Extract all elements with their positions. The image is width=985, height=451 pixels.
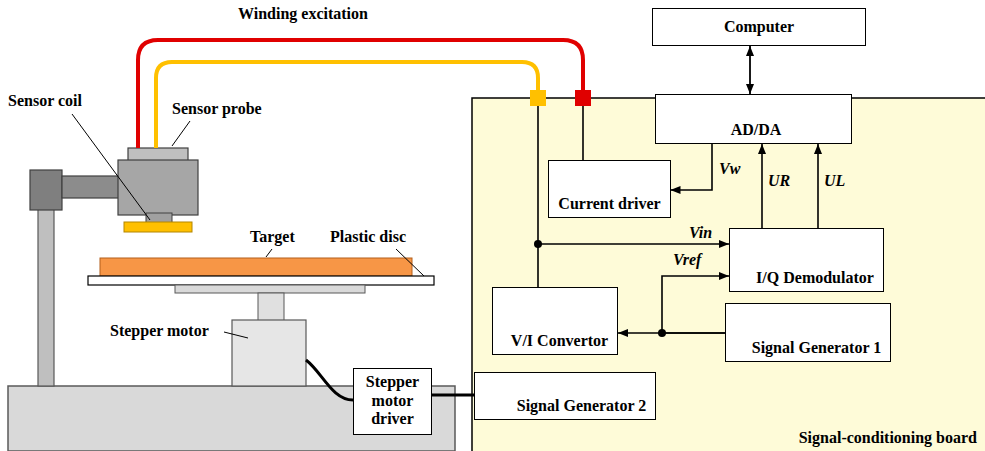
leader-line: [172, 121, 190, 146]
computer-box: Computer: [652, 8, 866, 46]
part-label: Winding excitation: [238, 5, 368, 23]
wire: [582, 106, 584, 160]
signal-connector: [538, 244, 729, 287]
board-panel: Signal-conditioning board AD/DA Current dr…: [472, 98, 985, 451]
board-fill: [472, 98, 985, 451]
plastic-disc: [88, 276, 434, 285]
connector: [530, 90, 546, 106]
node-label: AD/DA: [669, 121, 843, 139]
node-label: Signal-conditioning board: [799, 429, 977, 447]
signal-connector: [749, 46, 751, 94]
motor-cable: [306, 360, 353, 400]
target-plate: [100, 258, 412, 276]
node-label: Signal Generator 2: [516, 397, 647, 415]
stand-arm: [62, 176, 122, 198]
part-label: Sensor coil: [8, 92, 82, 110]
sensor-coil: [124, 222, 192, 232]
signal-cable: [156, 62, 538, 148]
generator-box: Signal Generator 2: [474, 372, 656, 420]
node-label: Stepper motor driver: [361, 373, 425, 428]
signal-connector: [662, 276, 729, 333]
signal-name: Vref: [672, 251, 702, 269]
stepper-motor: [232, 320, 306, 386]
stand-clamp: [30, 170, 62, 210]
signal-connector: [618, 332, 725, 334]
part-label: Stepper motor: [110, 322, 209, 340]
node-label: V/I Convertor: [510, 332, 609, 350]
node-label: Signal Generator 1: [751, 339, 882, 357]
demodulator-box: I/Q Demodulator: [729, 228, 884, 292]
disc-hub: [175, 285, 365, 293]
probe-body: [118, 160, 198, 215]
stand-pole: [38, 205, 54, 386]
excitation-cable: [138, 40, 583, 148]
leader-line: [72, 114, 150, 220]
signal-name: UL: [823, 172, 846, 190]
driver-box: Stepper motor driver: [353, 368, 432, 435]
signal-connector: [432, 394, 474, 397]
generator-box: Signal Generator 1: [725, 303, 891, 362]
leader-line: [224, 332, 248, 338]
node-label: I/Q Demodulator: [755, 269, 875, 287]
connector: [575, 90, 591, 106]
convertor-box: V/I Convertor: [492, 287, 618, 355]
motor-shaft: [258, 293, 284, 321]
part-label: Plastic disc: [330, 228, 406, 246]
node-label: Current driver: [558, 195, 662, 213]
signal-connector: [671, 144, 713, 190]
signal-connector: [817, 144, 819, 228]
driver-box: Current driver: [548, 160, 671, 218]
node-label: Computer: [664, 18, 855, 36]
signal-connector: [761, 144, 763, 228]
wire: [537, 106, 539, 244]
leader-line: [396, 249, 424, 276]
signal-name: Vin: [688, 224, 713, 242]
part-label: Target: [250, 228, 295, 246]
converter-box: AD/DA: [655, 94, 852, 144]
leader-line: [266, 249, 272, 257]
signal-name: Vw: [718, 160, 741, 178]
part-label: Sensor probe: [172, 100, 262, 118]
board-outline: [472, 98, 985, 451]
signal-name: UR: [767, 172, 791, 190]
